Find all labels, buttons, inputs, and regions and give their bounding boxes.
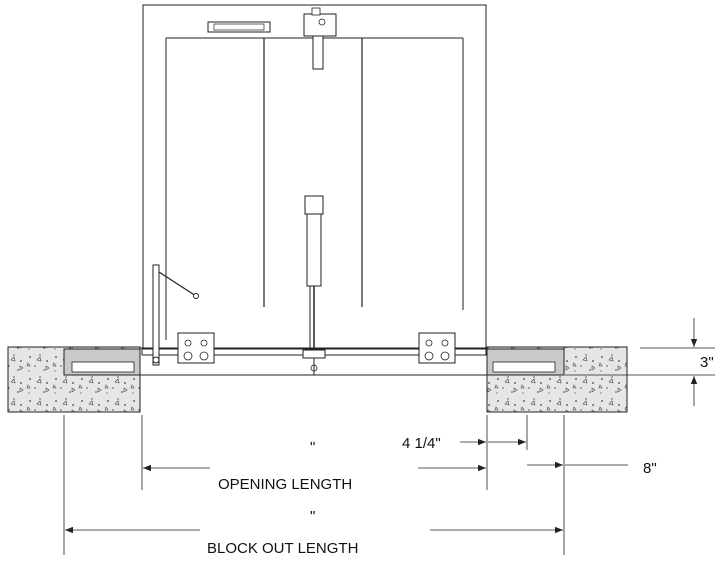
gas-spring (302, 195, 326, 375)
blockout-value: " (310, 508, 315, 525)
concrete-slab-right (486, 346, 628, 413)
concrete-slab-left (7, 346, 141, 413)
opening-value: " (310, 439, 315, 456)
side-dim-label: 8" (643, 460, 657, 477)
hold-open-arm (152, 264, 199, 366)
offset-dim-label: 4 1/4" (402, 435, 441, 452)
blockout-length-label: BLOCK OUT LENGTH (207, 540, 358, 557)
hinge-left (177, 332, 215, 364)
opening-length-dimension: " OPENING LENGTH (143, 439, 486, 493)
height-dim-label: 3" (700, 354, 714, 371)
opening-length-label: OPENING LENGTH (218, 476, 352, 493)
lid-handle (207, 21, 271, 33)
blockout-length-dimension: " BLOCK OUT LENGTH (65, 508, 563, 557)
extension-lines (63, 415, 565, 555)
hinge-right (418, 332, 456, 364)
height-dimension: 3" (565, 318, 715, 406)
offset-dimension: 4 1/4" (402, 435, 526, 452)
side-dimension: 8" (527, 460, 657, 477)
latch-assembly (303, 7, 337, 70)
